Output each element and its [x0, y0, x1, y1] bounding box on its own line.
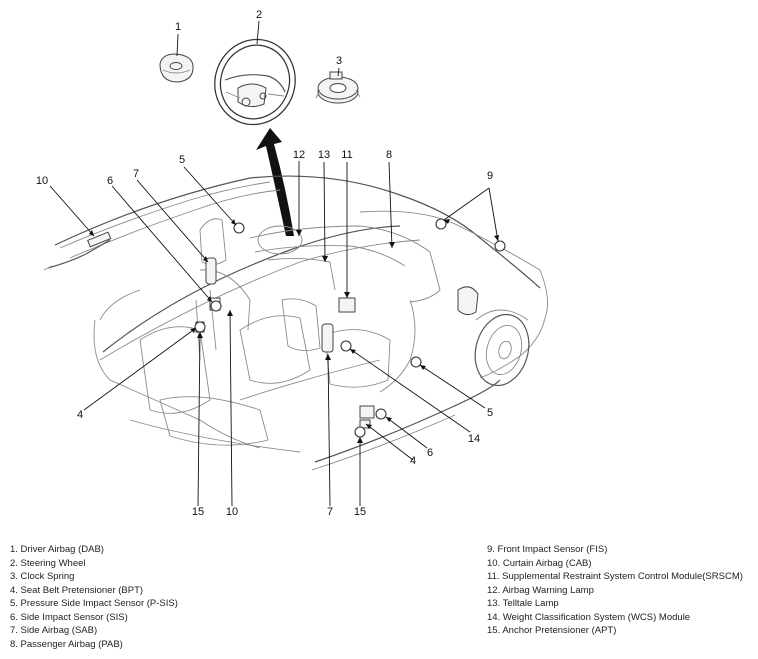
callout-6-right: 6 — [427, 447, 433, 459]
callout-9: 9 — [487, 170, 493, 182]
callout-13: 13 — [318, 149, 330, 161]
vehicle-outline — [43, 175, 549, 471]
callout-5-top: 5 — [179, 154, 185, 166]
wcs-module — [359, 405, 375, 419]
leader-arrowheads — [89, 219, 499, 443]
legend-item: 3. Clock Spring — [10, 571, 75, 582]
callout-4-left: 4 — [77, 409, 83, 421]
callout-3: 3 — [336, 55, 342, 67]
side-airbag-left — [205, 257, 217, 285]
seat-belt-pretensioner-right — [359, 419, 371, 429]
p-sis-sensor-icon — [233, 222, 245, 234]
callout-15-left: 15 — [192, 506, 204, 518]
wcs-sensor-icon — [340, 340, 352, 352]
callout-14: 14 — [468, 433, 480, 445]
anchor-pretensioner-right-icon — [354, 426, 366, 438]
callout-10-bottom: 10 — [226, 506, 238, 518]
anchor-pretensioner-sensor-icon — [194, 321, 206, 333]
legend-item: 15. Anchor Pretensioner (APT) — [487, 625, 617, 636]
side-impact-sensor-right-icon — [375, 408, 387, 420]
driver-airbag-illustration — [159, 53, 194, 83]
airbag-system-diagram: 1 2 3 5 12 13 11 8 10 6 7 9 4 5 14 6 4 1… — [36, 9, 549, 518]
srscm-module — [338, 297, 356, 313]
legend-item: 9. Front Impact Sensor (FIS) — [487, 544, 608, 555]
side-airbag-right — [321, 323, 334, 353]
clock-spring-illustration — [315, 71, 361, 104]
legend-item: 5. Pressure Side Impact Sensor (P-SIS) — [10, 598, 178, 609]
front-impact-sensor-right-icon — [494, 240, 506, 252]
callout-12: 12 — [293, 149, 305, 161]
assembly-arrow — [256, 128, 294, 236]
legend-item: 11. Supplemental Restraint System Contro… — [487, 571, 743, 582]
leader-lines — [49, 20, 499, 507]
legend-item: 8. Passenger Airbag (PAB) — [10, 638, 123, 650]
callout-8: 8 — [386, 149, 392, 161]
legend-item: 4. Seat Belt Pretensioner (BPT) — [10, 584, 144, 596]
p-sis-sensor-right-icon — [410, 356, 422, 368]
callout-4-right: 4 — [410, 455, 416, 467]
callout-10-top: 10 — [36, 175, 48, 187]
steering-wheel-illustration — [214, 38, 296, 126]
callout-7-bottom: 7 — [327, 506, 333, 518]
legend-left: 1. Driver Airbag (DAB) 2. Steering Wheel… — [10, 543, 178, 651]
callout-5-right: 5 — [487, 407, 493, 419]
front-impact-sensor-left-icon — [435, 218, 447, 230]
callout-1: 1 — [175, 21, 181, 33]
legend-item: 14. Weight Classification System (WCS) M… — [487, 611, 691, 623]
callout-2: 2 — [256, 9, 262, 21]
callout-7-top: 7 — [133, 168, 139, 180]
legend-item: 1. Driver Airbag (DAB) — [10, 544, 104, 555]
callout-15-right: 15 — [354, 506, 366, 518]
legend-item: 2. Steering Wheel — [10, 557, 86, 569]
legend-item: 13. Telltale Lamp — [487, 598, 559, 609]
curtain-airbag-module — [87, 231, 112, 248]
legend-right: 9. Front Impact Sensor (FIS) 10. Curtain… — [487, 543, 743, 638]
side-impact-sensor-left-icon — [210, 300, 222, 312]
legend-item: 7. Side Airbag (SAB) — [10, 625, 98, 636]
legend-item: 6. Side Impact Sensor (SIS) — [10, 611, 128, 623]
legend-item: 10. Curtain Airbag (CAB) — [487, 557, 592, 569]
legend-item: 12. Airbag Warning Lamp — [487, 584, 594, 596]
callout-6-top: 6 — [107, 175, 113, 187]
callout-11: 11 — [341, 149, 352, 161]
